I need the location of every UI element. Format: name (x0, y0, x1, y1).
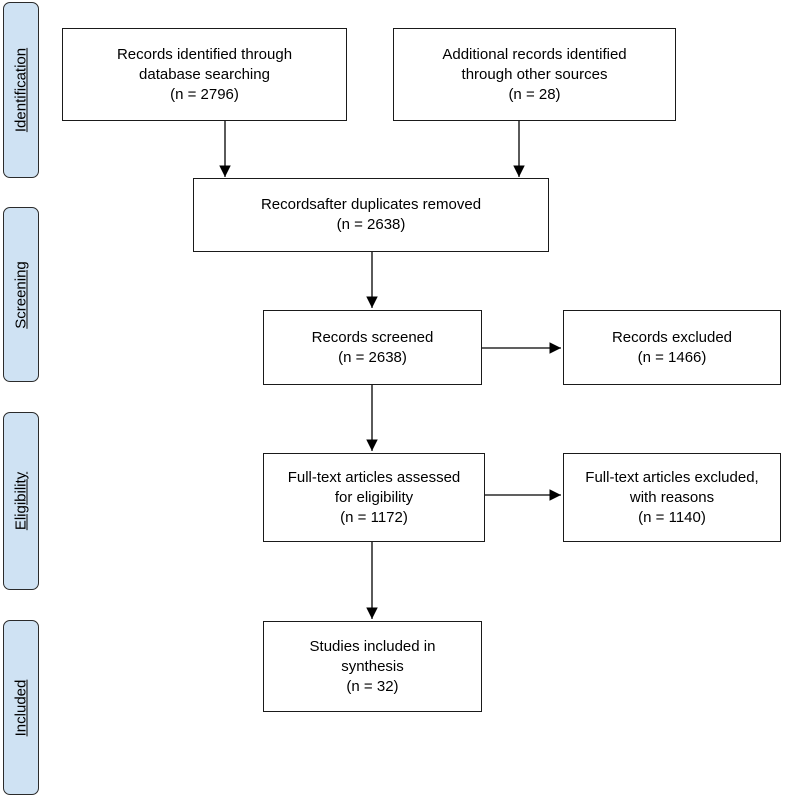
included-count: (n = 32) (346, 677, 399, 695)
fulltext-assessed-count: (n = 1172) (340, 508, 408, 526)
database-records-count: (n = 2796) (170, 85, 239, 103)
box-database-records: Records identified through database sear… (62, 28, 347, 121)
box-fulltext-assessed: Full-text articles assessed for eligibil… (263, 453, 485, 542)
phase-screening: Screening (3, 207, 39, 382)
deduplicated-count: (n = 2638) (336, 216, 406, 233)
fulltext-excluded-line2: with reasons (629, 488, 715, 506)
box-deduplicated: Recordsafter duplicates removed (n = 263… (193, 178, 549, 252)
phase-eligibility: Eligibility (3, 412, 39, 590)
fulltext-excluded-count: (n = 1140) (638, 508, 706, 526)
box-included: Studies included in synthesis (n = 32) (263, 621, 482, 712)
box-other-records: Additional records identified through ot… (393, 28, 676, 121)
deduplicated-line1: Recordsafter duplicates removed (260, 196, 482, 213)
box-fulltext-excluded: Full-text articles excluded, with reason… (563, 453, 781, 542)
other-records-line2: through other sources (461, 65, 608, 83)
excluded-line1: Records excluded (611, 328, 733, 346)
fulltext-assessed-line2: for eligibility (334, 488, 414, 506)
box-screened: Records screened (n = 2638) (263, 310, 482, 385)
database-records-line1: Records identified through (116, 45, 293, 63)
excluded-count: (n = 1466) (637, 348, 707, 366)
phase-included: Included (3, 620, 39, 795)
fulltext-assessed-line1: Full-text articles assessed (287, 468, 461, 486)
box-excluded: Records excluded (n = 1466) (563, 310, 781, 385)
phase-identification: Identification (3, 2, 39, 178)
other-records-count: (n = 28) (508, 85, 561, 103)
fulltext-excluded-line1: Full-text articles excluded, (585, 468, 759, 486)
included-line2: synthesis (341, 657, 404, 675)
database-records-line2: database searching (139, 65, 270, 83)
screened-line1: Records screened (311, 328, 434, 346)
screened-count: (n = 2638) (338, 348, 407, 366)
included-line1: Studies included in (309, 637, 436, 655)
other-records-line1: Additional records identified (442, 45, 627, 63)
